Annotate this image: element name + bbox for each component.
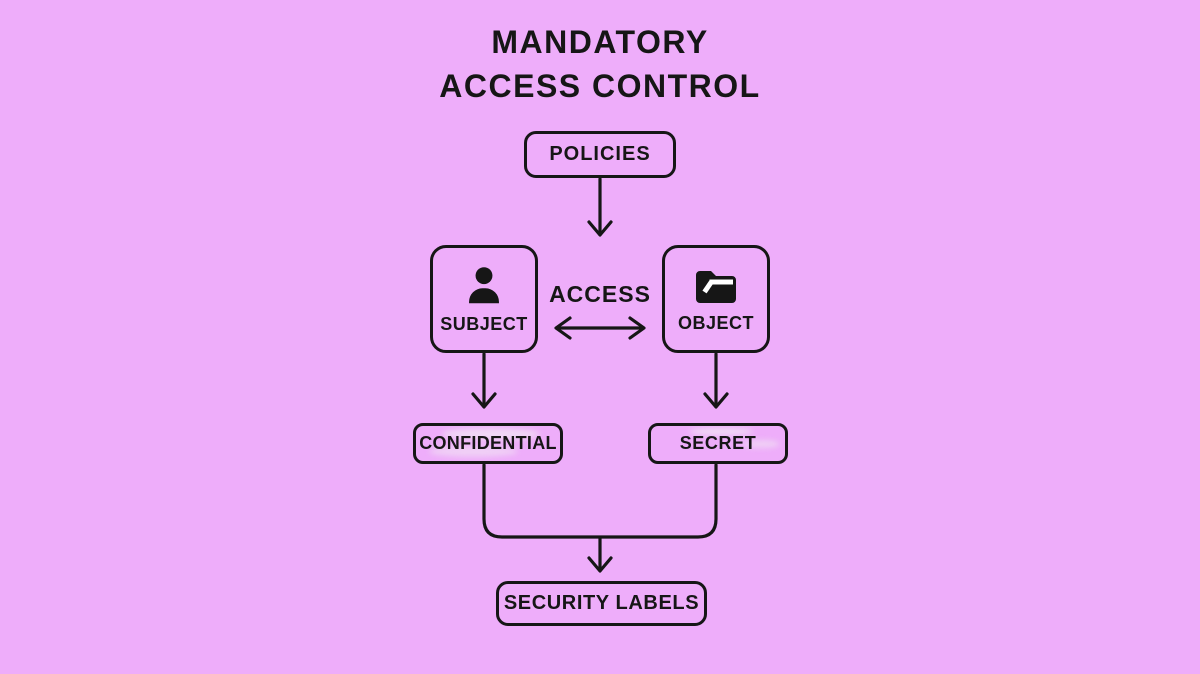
folder-icon	[696, 271, 736, 303]
confidential-label: CONFIDENTIAL	[419, 433, 557, 453]
arrow-object-down	[703, 352, 729, 409]
node-object: OBJECT	[662, 245, 770, 353]
arrow-policies-down	[587, 177, 613, 237]
arrow-subject-down	[471, 352, 497, 409]
title-line-1: MANDATORY	[491, 24, 709, 60]
node-policies: POLICIES	[524, 131, 676, 178]
merge-connector	[482, 463, 718, 539]
secret-label: SECRET	[679, 433, 757, 453]
title-line-2: ACCESS CONTROL	[439, 68, 761, 104]
arrow-access-double	[554, 316, 646, 340]
subject-label: SUBJECT	[440, 314, 528, 334]
person-icon	[469, 267, 499, 304]
node-security-labels: SECURITY LABELS	[496, 581, 707, 626]
object-label: OBJECT	[677, 313, 754, 333]
node-subject: SUBJECT	[430, 245, 538, 353]
node-confidential: CONFIDENTIAL	[413, 423, 563, 464]
policies-label: POLICIES	[549, 143, 651, 165]
security-labels-label: SECURITY LABELS	[503, 592, 700, 614]
page-title: MANDATORY ACCESS CONTROL	[0, 20, 1200, 108]
node-secret: SECRET	[648, 423, 788, 464]
arrow-merge-down	[587, 536, 613, 573]
access-label: ACCESS	[549, 281, 651, 307]
